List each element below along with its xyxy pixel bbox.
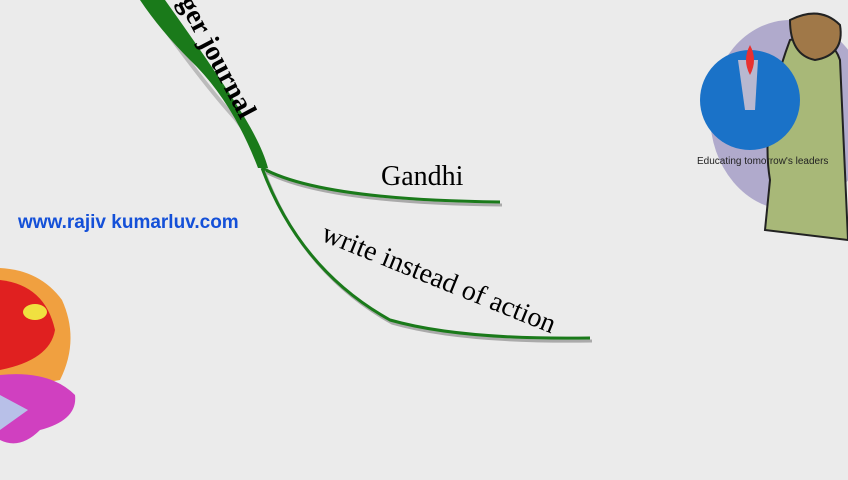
branch-central-label: ger journal xyxy=(172,0,262,124)
branch-label-write-instead: write instead of action xyxy=(317,218,560,340)
clipart-left xyxy=(0,268,76,444)
branch-label-gandhi: Gandhi xyxy=(381,161,464,192)
website-url[interactable]: www.rajiv kumarluv.com xyxy=(18,212,239,233)
logo-tagline: Educating tomorrow's leaders xyxy=(697,156,829,167)
mindmap-branches xyxy=(140,0,593,343)
clipart-right xyxy=(700,12,848,242)
